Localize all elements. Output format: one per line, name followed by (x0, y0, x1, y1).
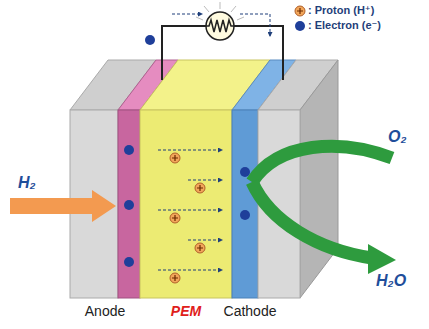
wire (234, 26, 283, 80)
proton-flow (158, 270, 222, 271)
proton (197, 245, 203, 251)
proton-flow (188, 240, 222, 241)
lamp (206, 12, 234, 40)
proton (170, 273, 180, 283)
electron (145, 35, 155, 45)
pem-layer: PEM (140, 110, 232, 298)
cathode-front (232, 110, 258, 298)
gas-label: H₂ (18, 174, 36, 192)
pem-front (140, 110, 232, 298)
resistor-symbol (206, 20, 234, 32)
proton (195, 243, 205, 253)
proton-symbol (295, 6, 305, 16)
electron-flow (240, 14, 270, 36)
electron-flow (172, 14, 202, 15)
lamp-rays (196, 2, 244, 20)
proton-flow (188, 180, 222, 181)
proton-symbol (297, 8, 303, 14)
legend-text: : Electron (e⁻) (308, 19, 381, 32)
layer-label: Anode (85, 303, 125, 319)
legend-text: : Proton (H⁺) (308, 4, 374, 17)
anode-front (118, 110, 140, 298)
o2-arrow (252, 146, 392, 182)
wire (162, 26, 206, 80)
gas-label: H₂O (376, 272, 406, 290)
electron (124, 145, 250, 267)
proton-flow (158, 150, 222, 151)
proton (172, 275, 178, 281)
plate-side (300, 60, 338, 298)
proton (172, 155, 178, 161)
h2-inlet-arrow (10, 190, 116, 222)
h2o-arrowhead (368, 244, 396, 274)
gas-label: O₂ (388, 128, 407, 146)
cathode-layer: Cathode (232, 110, 268, 298)
electron-symbol (295, 21, 305, 31)
proton-flow (158, 210, 222, 211)
layer-label: PEM (171, 303, 201, 319)
h2o-arrow (252, 182, 372, 258)
proton (170, 213, 180, 223)
proton (197, 185, 203, 191)
proton (172, 215, 178, 221)
proton (195, 183, 205, 193)
layer-label: Cathode (224, 303, 277, 319)
proton (170, 153, 180, 163)
anode-layer: Anode (70, 110, 140, 298)
